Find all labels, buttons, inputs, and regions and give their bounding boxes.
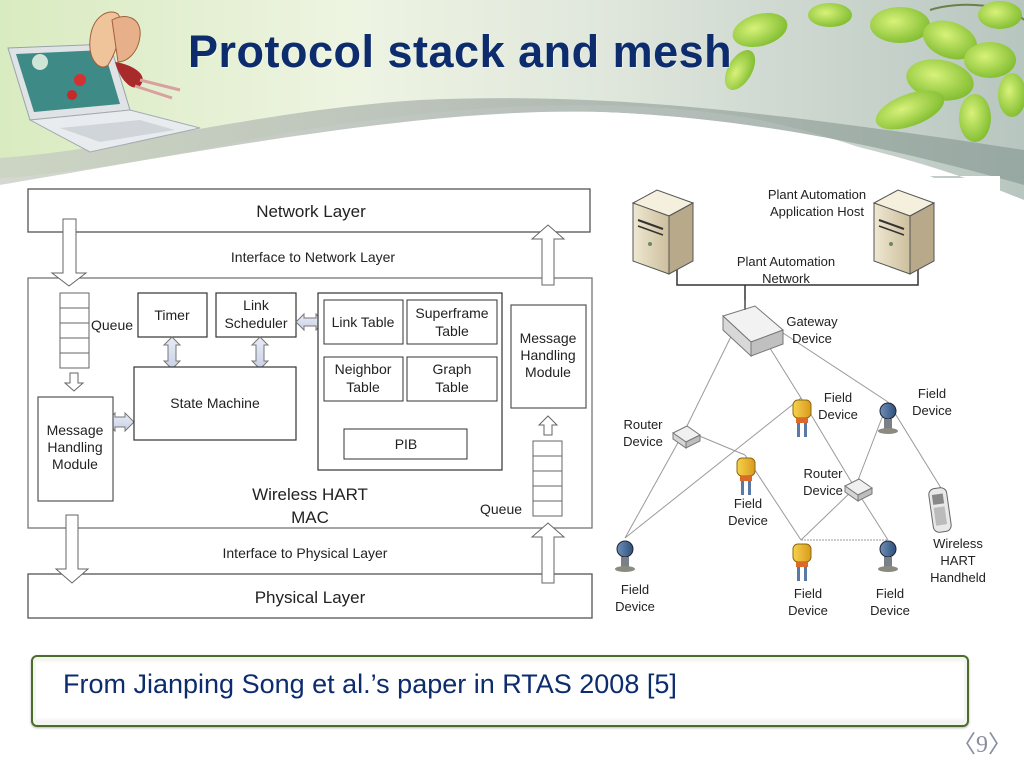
down-arrow-icon bbox=[63, 372, 85, 392]
mac-label-2: MAC bbox=[291, 508, 329, 527]
link-table-box bbox=[323, 299, 404, 345]
state-machine-box bbox=[133, 366, 297, 441]
field-device-yellow-icon bbox=[792, 543, 812, 581]
link-table-label: Link Table bbox=[332, 314, 395, 330]
neighbor-table-label-1: Neighbor bbox=[335, 361, 392, 377]
link-scheduler-label-1: Link bbox=[243, 297, 270, 313]
router-device-icon bbox=[672, 425, 701, 449]
field-label-3a: Field bbox=[734, 496, 762, 511]
superframe-table-label-1: Superframe bbox=[415, 305, 488, 321]
wireless-hart-handheld-icon bbox=[928, 487, 952, 533]
host-label-2: Application Host bbox=[770, 204, 864, 219]
message-handling-module-left bbox=[37, 396, 114, 502]
protocol-stack-diagram: Network Layer Interface to Network Layer… bbox=[26, 185, 596, 620]
server-icon bbox=[872, 189, 936, 275]
field-label-6b: Device bbox=[870, 603, 910, 618]
caption-text: From Jianping Song et al.’s paper in RTA… bbox=[63, 669, 677, 699]
state-machine-label: State Machine bbox=[170, 395, 260, 411]
field-label-1b: Device bbox=[818, 407, 858, 422]
network-label-2: Network bbox=[762, 271, 810, 286]
link-scheduler-box bbox=[215, 292, 297, 338]
graph-table-box bbox=[406, 356, 498, 402]
caption-box: From Jianping Song et al.’s paper in RTA… bbox=[31, 655, 969, 727]
pib-box bbox=[343, 428, 468, 460]
handheld-label-1: Wireless bbox=[933, 536, 983, 551]
interface-network-label: Interface to Network Layer bbox=[231, 249, 396, 265]
handheld-label-3: Handheld bbox=[930, 570, 986, 585]
butterfly-illustration bbox=[89, 11, 181, 100]
gateway-device-icon bbox=[722, 300, 784, 358]
field-label-6a: Field bbox=[876, 586, 904, 601]
gateway-label-2: Device bbox=[792, 331, 832, 346]
mac-label-1: Wireless HART bbox=[252, 485, 368, 504]
graph-table-label-1: Graph bbox=[433, 361, 472, 377]
interface-physical-label: Interface to Physical Layer bbox=[223, 545, 388, 561]
host-label-1: Plant Automation bbox=[768, 187, 866, 202]
down-arrow-icon bbox=[54, 514, 90, 584]
queue-right-label: Queue bbox=[480, 501, 522, 517]
leaves-decoration bbox=[724, 1, 1024, 142]
down-arrow-icon bbox=[50, 218, 88, 287]
superframe-table-box bbox=[406, 299, 498, 345]
field-label-5b: Device bbox=[788, 603, 828, 618]
field-device-blue-icon bbox=[878, 402, 898, 434]
field-label-1a: Field bbox=[824, 390, 852, 405]
graph-table-label-2: Table bbox=[435, 379, 469, 395]
field-device-blue-icon bbox=[878, 540, 898, 572]
field-device-yellow-icon bbox=[792, 399, 812, 437]
network-label-1: Plant Automation bbox=[737, 254, 835, 269]
wired-network-link bbox=[676, 268, 919, 286]
message-handling-module-right bbox=[510, 304, 587, 409]
up-arrow-icon bbox=[537, 415, 559, 436]
router1-label-1: Router bbox=[623, 417, 663, 432]
msg-right-line-3: Module bbox=[525, 364, 571, 380]
field-label-4a: Field bbox=[621, 582, 649, 597]
physical-layer-box bbox=[27, 573, 593, 619]
router2-label-1: Router bbox=[803, 466, 843, 481]
field-label-5a: Field bbox=[794, 586, 822, 601]
msg-left-line-1: Message bbox=[47, 422, 104, 438]
neighbor-table-label-2: Table bbox=[346, 379, 380, 395]
handheld-label-2: HART bbox=[940, 553, 975, 568]
up-arrow-icon bbox=[530, 522, 566, 584]
field-device-blue-icon bbox=[615, 540, 635, 572]
msg-right-line-2: Handling bbox=[520, 347, 575, 363]
msg-left-line-2: Handling bbox=[47, 439, 102, 455]
field-label-4b: Device bbox=[615, 599, 655, 614]
pib-label: PIB bbox=[395, 436, 418, 452]
router1-label-2: Device bbox=[623, 434, 663, 449]
field-label-3b: Device bbox=[728, 513, 768, 528]
field-label-2b: Device bbox=[912, 403, 952, 418]
timer-label: Timer bbox=[154, 307, 190, 323]
field-label-2a: Field bbox=[918, 386, 946, 401]
network-layer-box bbox=[27, 188, 591, 233]
superframe-table-label-2: Table bbox=[435, 323, 469, 339]
queue-left-label: Queue bbox=[91, 317, 133, 333]
field-device-yellow-icon bbox=[736, 457, 756, 495]
neighbor-table-box bbox=[323, 356, 404, 402]
router2-label-2: Device bbox=[803, 483, 843, 498]
queue-left bbox=[59, 292, 90, 369]
up-arrow-icon bbox=[530, 224, 566, 286]
msg-right-line-1: Message bbox=[520, 330, 577, 346]
server-icon bbox=[631, 189, 695, 275]
msg-left-line-3: Module bbox=[52, 456, 98, 472]
gateway-label-1: Gateway bbox=[786, 314, 838, 329]
network-layer-label: Network Layer bbox=[256, 202, 366, 221]
queue-right bbox=[532, 440, 563, 517]
slide-title: Protocol stack and mesh bbox=[188, 26, 733, 77]
mesh-network-diagram: Plant Automation Application Host Plant … bbox=[605, 178, 1000, 623]
physical-layer-label: Physical Layer bbox=[255, 588, 366, 607]
page-number: 〈9〉 bbox=[952, 732, 1012, 758]
router-device-icon bbox=[844, 478, 873, 502]
link-scheduler-label-2: Scheduler bbox=[224, 315, 287, 331]
